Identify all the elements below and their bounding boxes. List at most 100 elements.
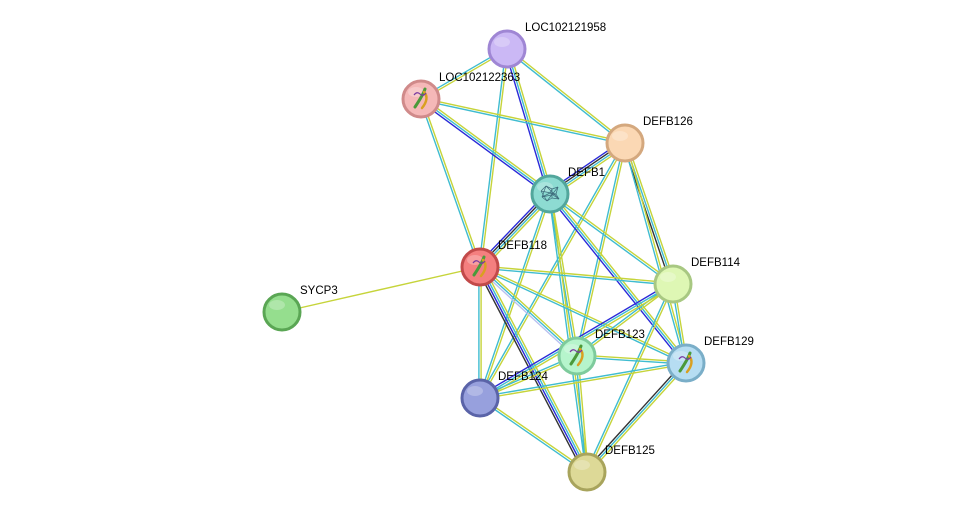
node-circle[interactable] [262, 292, 302, 332]
node-label-defb118: DEFB118 [498, 240, 547, 252]
node-label-defb1: DEFB1 [568, 167, 605, 179]
node-label-defb123: DEFB123 [595, 329, 645, 341]
edge-defb126-defb123[interactable] [575, 142, 627, 357]
edge-line-text-mining [588, 364, 689, 474]
node-label-defb114: DEFB114 [691, 257, 741, 269]
edge-line-database [575, 282, 673, 356]
nodes-layer: LOC102121958LOC102122363DEFB126DEFB1DEFB… [262, 22, 754, 492]
edge-defb129-defb125[interactable] [584, 361, 689, 474]
node-circle[interactable] [530, 174, 570, 214]
edge-defb126-defb114[interactable] [622, 142, 676, 285]
edge-line-database [505, 49, 625, 145]
edge-line-text-mining [551, 192, 689, 363]
node-loc102121958[interactable]: LOC102121958 [487, 22, 606, 69]
edge-line-text-mining [421, 96, 552, 193]
edge-defb126-defb129[interactable] [623, 142, 688, 364]
node-defb124[interactable]: DEFB124 [460, 371, 548, 418]
node-defb114[interactable]: DEFB114 [653, 257, 741, 304]
edge-loc102122363-defb1[interactable] [419, 96, 552, 197]
edge-line-database [548, 194, 673, 286]
edge-defb118-sycp3[interactable] [281, 266, 481, 313]
node-sycp3[interactable]: SYCP3 [262, 285, 338, 332]
node-loc102122363[interactable]: LOC102122363 [401, 72, 520, 119]
edge-loc102122363-defb126[interactable] [420, 97, 626, 145]
node-label-loc102122363: LOC102122363 [439, 72, 520, 84]
edge-defb124-defb125[interactable] [478, 396, 589, 474]
edge-line-database [479, 267, 686, 365]
edge-line-database [420, 99, 625, 145]
edge-line-experiment [504, 49, 549, 195]
edge-line-database [478, 142, 625, 398]
edge-line-database [548, 194, 587, 473]
edge-defb114-defb125[interactable] [585, 283, 675, 473]
edge-line-text-mining [421, 97, 626, 143]
node-circle[interactable] [605, 123, 645, 163]
edge-defb1-defb114[interactable] [548, 192, 675, 286]
edge-line-text-mining [281, 266, 481, 313]
edge-line-text-mining [480, 265, 687, 363]
edge-defb118-defb123[interactable] [478, 264, 579, 359]
edge-line-text-mining [480, 143, 627, 399]
edge-line-text-mining [625, 142, 688, 363]
edge-loc102121958-defb118[interactable] [478, 48, 509, 268]
edge-line-database [419, 99, 480, 268]
node-label-defb129: DEFB129 [704, 336, 754, 348]
protein-ribbon-icon [472, 255, 487, 278]
protein-ribbon-icon [413, 87, 428, 110]
node-circle[interactable] [653, 264, 693, 304]
edge-line-text-mining [577, 143, 627, 357]
node-highlight [660, 272, 676, 282]
node-highlight [612, 131, 628, 141]
node-circle[interactable] [567, 452, 607, 492]
edge-line-text-mining [480, 49, 509, 268]
node-label-defb125: DEFB125 [605, 445, 655, 457]
edge-defb118-defb129[interactable] [479, 265, 687, 365]
node-circle[interactable] [460, 378, 500, 418]
edge-line-coexpression [584, 361, 685, 471]
edge-line-text-mining [550, 192, 675, 284]
edge-line-text-mining [480, 265, 674, 284]
edge-line-database [478, 398, 587, 474]
node-defb118[interactable]: DEFB118 [460, 240, 547, 287]
edge-line-text-mining [421, 98, 482, 267]
edge-line-text-mining [587, 284, 675, 473]
edge-line-text-mining [480, 396, 589, 472]
edge-line-text-mining [550, 193, 579, 356]
node-highlight [574, 460, 590, 470]
protein-mesh-icon [540, 185, 560, 202]
node-defb1[interactable]: DEFB1 [530, 167, 605, 214]
edge-line-database [623, 143, 686, 364]
edge-defb118-defb124[interactable] [478, 267, 482, 398]
edge-line-database [479, 361, 686, 398]
edge-line-database [478, 48, 507, 267]
edge-line-database [586, 362, 687, 473]
protein-ribbon-icon [569, 344, 584, 367]
node-highlight [494, 37, 510, 47]
edge-defb118-defb114[interactable] [479, 265, 674, 286]
edges-layer [281, 47, 689, 474]
edge-loc102121958-defb126[interactable] [505, 47, 627, 145]
edge-line-database [585, 283, 673, 472]
node-label-defb126: DEFB126 [643, 116, 693, 128]
node-label-loc102121958: LOC102121958 [525, 22, 606, 34]
edge-line-database [420, 98, 551, 195]
edge-line-homology [478, 268, 576, 359]
node-defb125[interactable]: DEFB125 [567, 445, 655, 492]
node-label-defb124: DEFB124 [498, 371, 548, 383]
node-highlight [467, 386, 483, 396]
edge-defb114-defb123[interactable] [575, 282, 675, 358]
edge-defb126-defb124[interactable] [478, 142, 627, 399]
node-defb123[interactable]: DEFB123 [557, 329, 645, 376]
node-defb126[interactable]: DEFB126 [605, 116, 693, 163]
node-label-sycp3: SYCP3 [300, 285, 338, 297]
edge-line-database [479, 266, 578, 357]
edge-line-text-mining [481, 264, 579, 355]
edge-line-experiment [419, 100, 550, 197]
node-circle[interactable] [487, 29, 527, 69]
edge-defb129-defb124[interactable] [479, 361, 687, 400]
edge-loc102122363-defb118[interactable] [419, 98, 482, 268]
edge-line-text-mining [577, 284, 675, 358]
protein-ribbon-icon [678, 351, 693, 374]
node-defb129[interactable]: DEFB129 [666, 336, 754, 383]
